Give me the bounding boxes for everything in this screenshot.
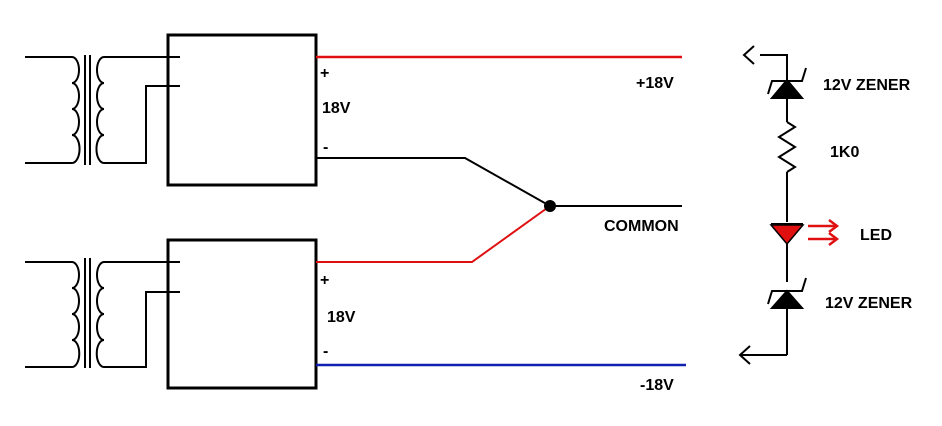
top-zener-label: 12V ZENER xyxy=(823,77,911,94)
bottom-minus-label: - xyxy=(323,343,328,360)
bottom-transformer xyxy=(25,258,180,368)
top-minus-label: - xyxy=(323,139,328,156)
led-light-arrows-icon xyxy=(808,219,840,246)
negative-output-label: -18V xyxy=(640,377,674,394)
resistor-label: 1K0 xyxy=(830,144,859,161)
top-voltage-label: 18V xyxy=(322,100,351,117)
bottom-zener-label: 12V ZENER xyxy=(825,295,913,312)
bottom-plus-label: + xyxy=(320,272,329,289)
indicator-circuit xyxy=(738,45,807,365)
positive-output-label: +18V xyxy=(636,75,674,92)
bottom-common-wire xyxy=(316,205,551,263)
top-plus-label: + xyxy=(320,65,329,82)
common-output-label: COMMON xyxy=(604,218,679,235)
top-rectifier-box xyxy=(166,33,318,187)
bottom-voltage-label: 18V xyxy=(327,309,356,326)
top-transformer xyxy=(25,55,180,165)
junction-dot xyxy=(544,200,556,212)
led-label: LED xyxy=(860,227,892,244)
bottom-rectifier-box xyxy=(166,238,318,390)
led-symbol xyxy=(769,224,805,246)
top-common-wire xyxy=(316,157,551,207)
